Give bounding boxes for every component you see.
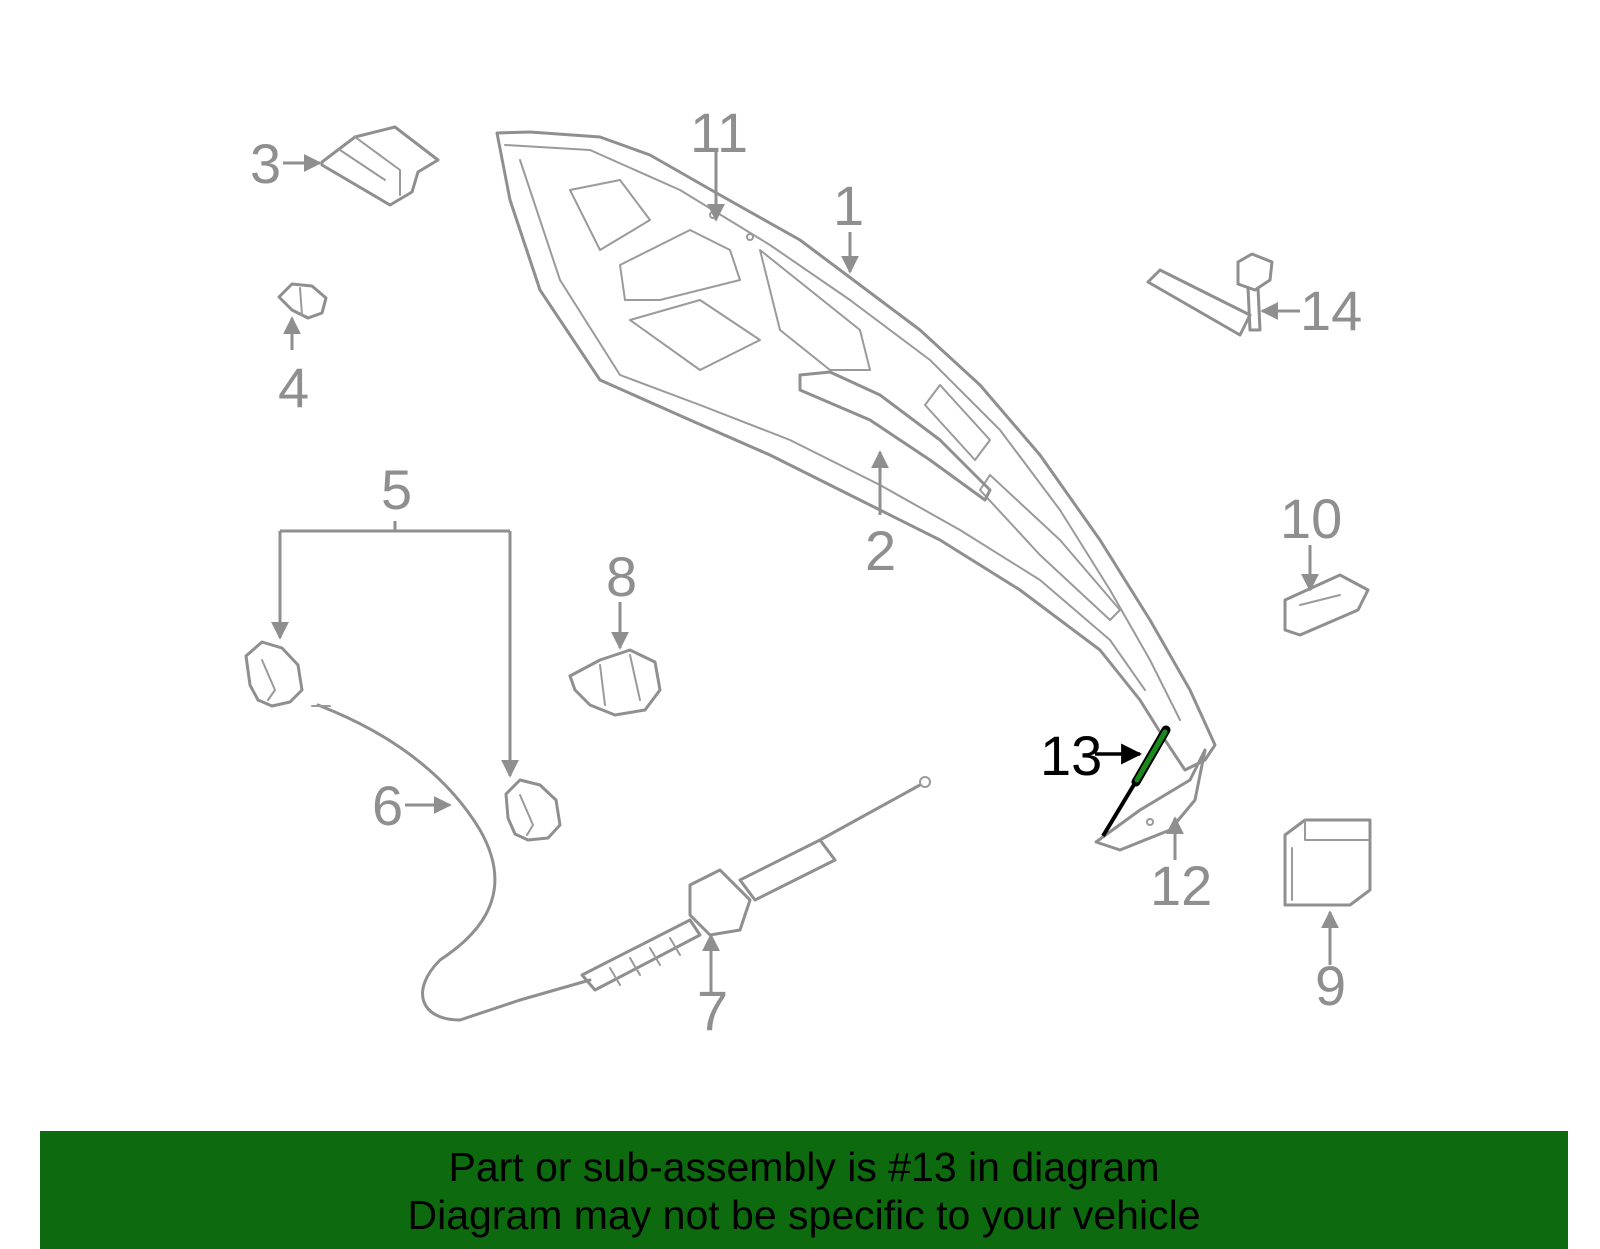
release-cable-6: [311, 703, 522, 1022]
callout-6: 6: [372, 774, 403, 837]
callout-10: 10: [1280, 487, 1342, 550]
release-handle-7: [518, 776, 931, 1002]
callout-5: 5: [381, 458, 412, 521]
hinge-right: [504, 778, 562, 842]
callout-12: 12: [1150, 854, 1212, 917]
hood-panel: [495, 130, 1217, 772]
callout-14: 14: [1300, 279, 1362, 342]
banner-line-2: Diagram may not be specific to your vehi…: [407, 1192, 1201, 1238]
hood-seal: [798, 370, 992, 502]
callout-13: 13: [1040, 724, 1102, 787]
callout-2: 2: [865, 519, 896, 582]
bracket-3: [320, 125, 440, 207]
washer-nozzle-14: [1146, 252, 1274, 337]
info-banner: Part or sub-assembly is #13 in diagram D…: [40, 1131, 1568, 1249]
hinge-bracket-12: [1094, 748, 1207, 852]
callout-7: 7: [697, 979, 728, 1042]
callout-3: 3: [250, 132, 281, 195]
bumper-stop-4: [277, 282, 328, 320]
banner-line-1: Part or sub-assembly is #13 in diagram: [448, 1144, 1160, 1190]
clip-10: [1283, 573, 1370, 637]
latch-8: [568, 648, 662, 717]
hinge-left: [244, 640, 304, 708]
support-strut-13: [1101, 725, 1171, 838]
callout-8: 8: [606, 545, 637, 608]
callout-9: 9: [1315, 954, 1346, 1017]
callout-1: 1: [833, 174, 864, 237]
callout-11: 11: [690, 101, 748, 164]
callout-4: 4: [278, 356, 309, 419]
module-9: [1283, 818, 1372, 907]
